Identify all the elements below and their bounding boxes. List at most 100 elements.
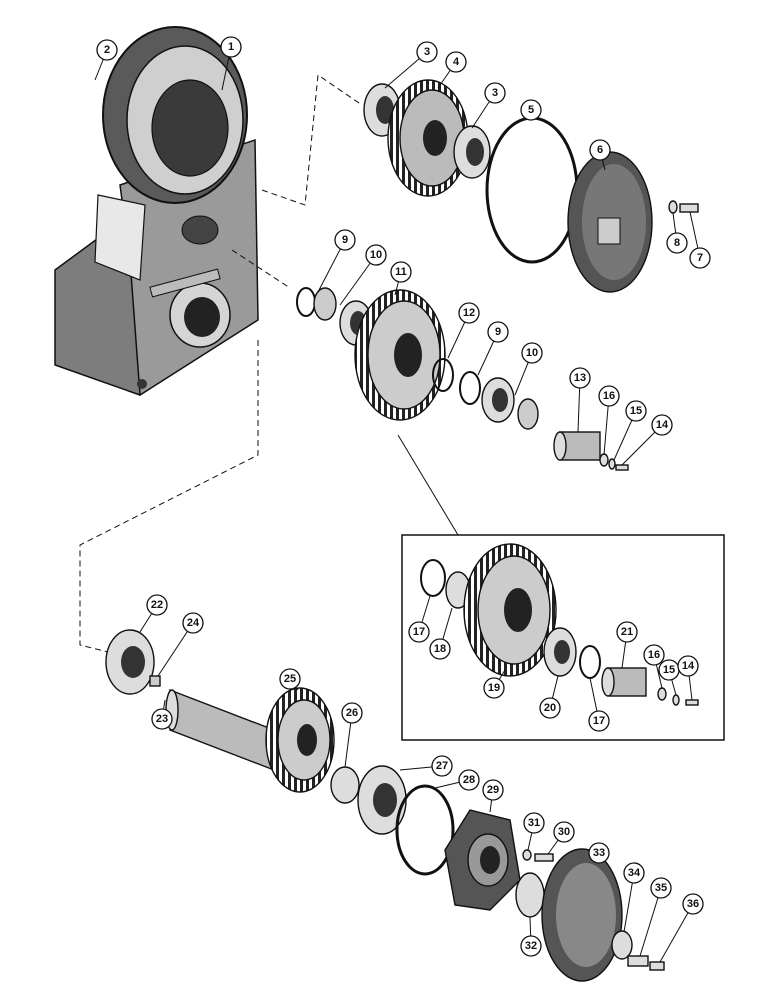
callout-leader bbox=[639, 887, 662, 957]
callout-leader bbox=[659, 903, 694, 963]
callout-19: 19 bbox=[483, 677, 505, 699]
callout-number: 23 bbox=[156, 713, 168, 725]
callout-number: 33 bbox=[593, 847, 605, 859]
callout-circle bbox=[666, 232, 688, 254]
callout-number: 11 bbox=[395, 266, 407, 278]
callout-number: 6 bbox=[597, 144, 603, 156]
callout-32: 32 bbox=[520, 935, 542, 957]
callout-circle bbox=[520, 99, 542, 121]
callout-circle bbox=[523, 812, 545, 834]
callout-22: 22 bbox=[146, 594, 168, 616]
callout-circle bbox=[650, 877, 672, 899]
callout-33: 33 bbox=[588, 842, 610, 864]
bearing-27 bbox=[357, 765, 407, 835]
callout-number: 28 bbox=[463, 774, 475, 786]
callout-number: 36 bbox=[687, 898, 699, 910]
callout-number: 24 bbox=[187, 617, 200, 629]
callout-21: 21 bbox=[616, 621, 638, 643]
callout-10: 10 bbox=[521, 342, 543, 364]
callout-number: 17 bbox=[593, 715, 605, 727]
callout-5: 5 bbox=[520, 99, 542, 121]
callout-16: 16 bbox=[643, 644, 665, 666]
callout-14: 14 bbox=[651, 414, 673, 436]
bolt-30-washer-31 bbox=[522, 849, 554, 862]
callout-circle bbox=[521, 342, 543, 364]
callout-circle bbox=[520, 935, 542, 957]
callout-circle bbox=[539, 697, 561, 719]
callout-circle bbox=[616, 621, 638, 643]
callout-number: 22 bbox=[151, 599, 163, 611]
detail-inset bbox=[397, 434, 725, 741]
callout-number: 16 bbox=[648, 649, 660, 661]
callout-circle bbox=[569, 367, 591, 389]
callout-circle bbox=[458, 769, 480, 791]
roller-24 bbox=[149, 675, 161, 687]
callout-11: 11 bbox=[390, 261, 412, 283]
retainer-29 bbox=[444, 809, 521, 911]
bearing-10-right bbox=[481, 377, 539, 430]
lock-plate-35 bbox=[627, 955, 649, 967]
callout-number: 1 bbox=[228, 41, 234, 53]
snap-ring-12 bbox=[432, 358, 454, 392]
assembly-lines bbox=[79, 74, 363, 653]
callout-36: 36 bbox=[682, 893, 704, 915]
callout-circle bbox=[487, 321, 509, 343]
callout-number: 7 bbox=[697, 252, 703, 264]
bolt-7-washer-8 bbox=[668, 200, 699, 214]
callout-23: 23 bbox=[151, 708, 173, 730]
callout-8: 8 bbox=[666, 232, 688, 254]
callout-circle bbox=[146, 594, 168, 616]
callout-circle bbox=[334, 229, 356, 251]
hardware-14-15-16 bbox=[599, 453, 629, 471]
callout-number: 13 bbox=[574, 372, 586, 384]
callout-circle bbox=[482, 779, 504, 801]
gear-housing bbox=[54, 26, 259, 397]
callout-circle bbox=[96, 39, 118, 61]
callout-number: 17 bbox=[413, 626, 425, 638]
bearing-22 bbox=[105, 629, 155, 695]
gasket-5 bbox=[485, 116, 579, 264]
callout-10: 10 bbox=[365, 244, 387, 266]
callout-number: 14 bbox=[656, 419, 669, 431]
callout-3: 3 bbox=[416, 41, 438, 63]
callout-number: 12 bbox=[463, 307, 475, 319]
callout-number: 35 bbox=[655, 882, 667, 894]
callout-1: 1 bbox=[220, 36, 242, 58]
callout-number: 3 bbox=[424, 46, 430, 58]
callout-number: 19 bbox=[488, 682, 500, 694]
callout-number: 10 bbox=[526, 347, 538, 359]
callout-30: 30 bbox=[553, 821, 575, 843]
callout-20: 20 bbox=[539, 697, 561, 719]
seal-32 bbox=[515, 872, 545, 918]
callout-4: 4 bbox=[445, 51, 467, 73]
callout-circle bbox=[341, 702, 363, 724]
callout-number: 8 bbox=[674, 237, 680, 249]
cover-33 bbox=[541, 848, 623, 982]
callout-25: 25 bbox=[279, 668, 301, 690]
callout-number: 15 bbox=[663, 664, 675, 676]
callout-13: 13 bbox=[569, 367, 591, 389]
callout-circle bbox=[431, 755, 453, 777]
callout-number: 5 bbox=[528, 104, 534, 116]
callout-28: 28 bbox=[458, 769, 480, 791]
callout-circle bbox=[220, 36, 242, 58]
callout-number: 31 bbox=[528, 817, 540, 829]
callout-34: 34 bbox=[623, 862, 645, 884]
callout-circle bbox=[589, 139, 611, 161]
callout-number: 34 bbox=[628, 867, 641, 879]
callout-number: 27 bbox=[436, 760, 448, 772]
callout-24: 24 bbox=[182, 612, 204, 634]
callout-18: 18 bbox=[429, 638, 451, 660]
callout-2: 2 bbox=[96, 39, 118, 61]
callout-circle bbox=[677, 655, 699, 677]
callout-number: 15 bbox=[630, 405, 642, 417]
callout-circle bbox=[445, 51, 467, 73]
washer-34 bbox=[611, 930, 633, 960]
bearing-3-right bbox=[453, 125, 491, 179]
callout-number: 25 bbox=[284, 673, 296, 685]
callout-number: 20 bbox=[544, 702, 556, 714]
callout-number: 9 bbox=[342, 234, 348, 246]
callout-number: 21 bbox=[621, 626, 633, 638]
